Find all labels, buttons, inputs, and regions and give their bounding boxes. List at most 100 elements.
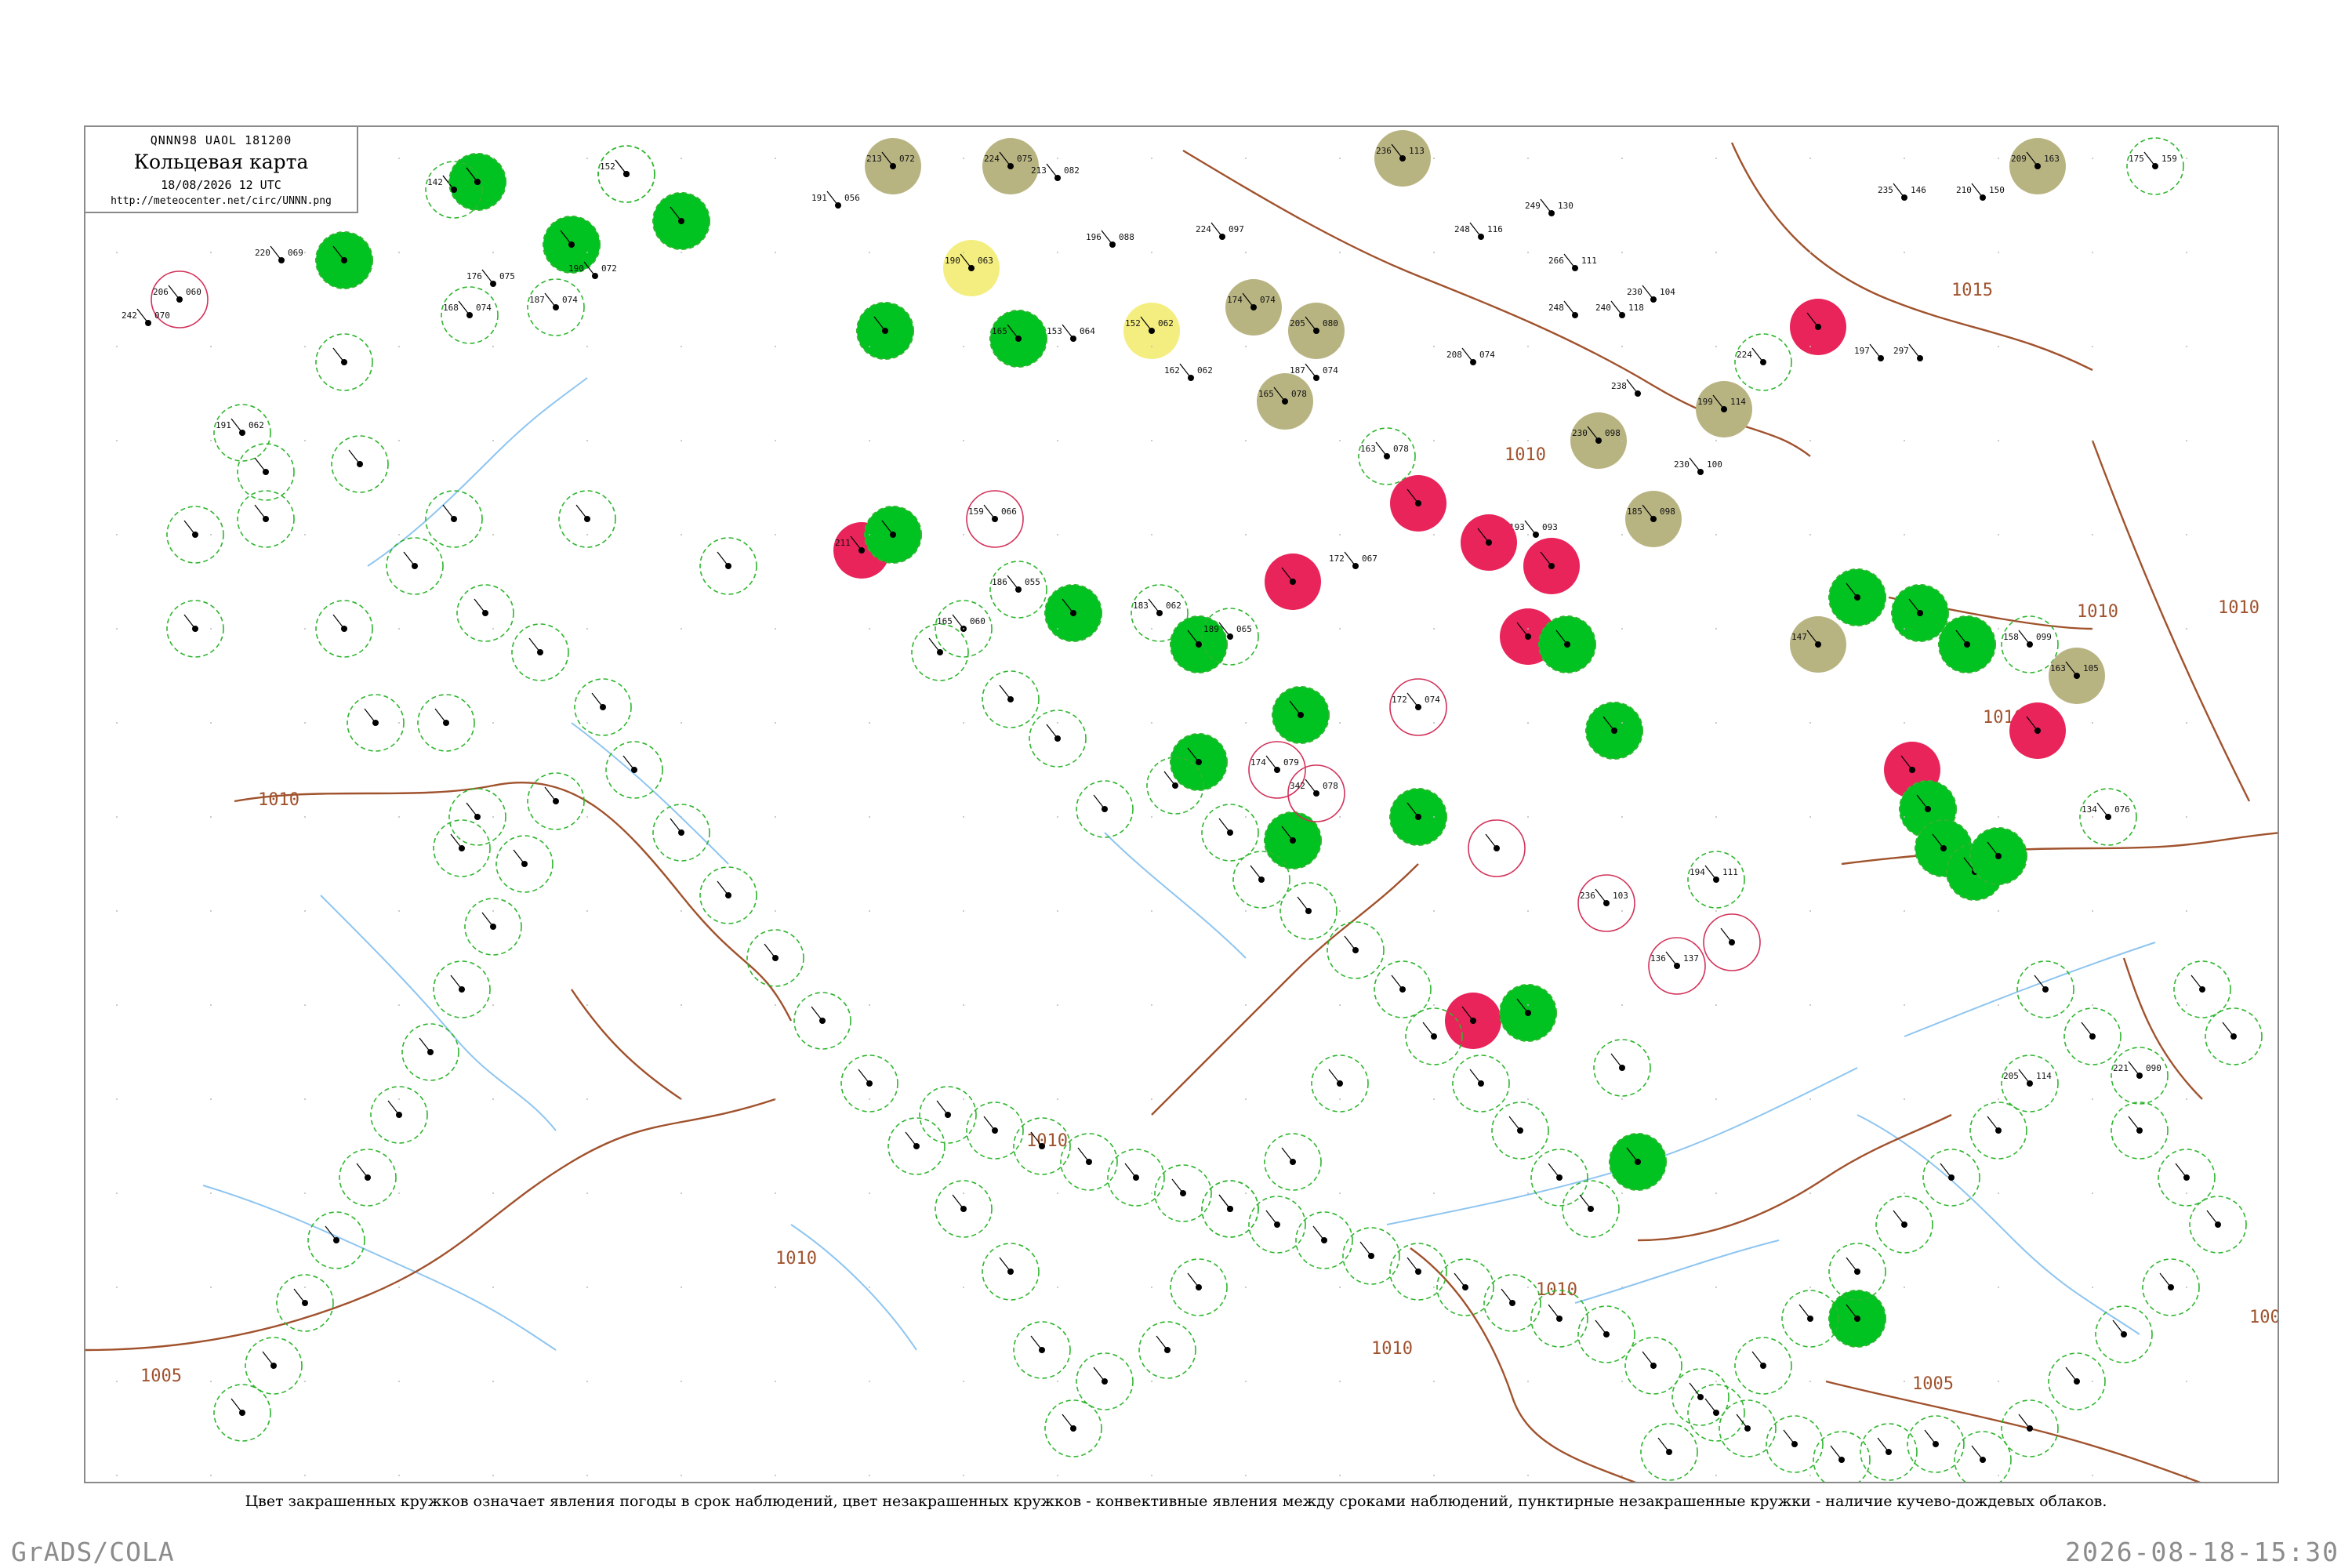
cumulonimbus-ring [1671,1368,1730,1426]
grid-dot [1057,722,1058,724]
grid-dot [398,1475,400,1476]
station-temperature: 176 [466,271,482,281]
cumulonimbus-ring [793,992,851,1050]
station-marker [315,333,373,391]
station-pressure: 080 [1323,318,1338,328]
grid-dot [304,346,306,347]
river-line [202,1185,557,1351]
grid-dot [963,346,964,347]
grid-dot [304,440,306,441]
isobar-value-label: 1010 [2218,598,2259,618]
cumulonimbus-ring [2001,1054,2059,1112]
grid-dot [1809,816,1811,818]
isobar-line [234,782,793,1022]
grid-dot [775,910,776,912]
wind-barb [1940,1163,1952,1178]
station-marker [1461,514,1517,571]
grid-dot [210,440,212,441]
wind-barb [481,269,494,285]
wind-barb [2018,630,2031,645]
station-marker [1076,780,1134,838]
grid-dot [1527,1381,1529,1382]
wind-barb [1908,343,1921,359]
grid-dot [1621,346,1623,347]
grid-dot [1621,722,1623,724]
grid-dot [116,816,118,818]
grid-dot [304,1004,306,1006]
cumulonimbus-ring [982,670,1040,728]
convective-ring [1703,913,1761,971]
station-marker [887,1117,946,1175]
grid-dot [775,722,776,724]
grid-dot [1715,1004,1717,1006]
wind-barb [1218,818,1231,833]
grid-dot [210,1192,212,1194]
grid-dot [1621,1004,1623,1006]
wind-barb [764,943,776,959]
station-pressure: 074 [1425,695,1440,705]
wind-barb [1548,1163,1560,1178]
grid-dot [1151,1192,1152,1194]
grid-dot [398,1004,400,1006]
grid-dot [1151,1475,1152,1476]
station-marker [1264,811,1322,869]
station-marker [1781,1290,1839,1348]
station-marker [1295,1211,1353,1269]
wind-barb [936,1100,949,1116]
wind-barb [419,1037,431,1053]
wind-barb [2096,802,2109,818]
grid-dot [492,1004,494,1006]
grid-dot [116,1192,118,1194]
wind-barb [2206,1210,2219,1225]
wind-barb [670,206,682,222]
grid-dot [1715,816,1717,818]
grid-dot [681,722,682,724]
station-pressure: 114 [1730,397,1746,407]
station-marker: 147 [1790,616,1846,673]
cumulonimbus-ring [1295,1211,1353,1269]
grid-dot [1245,722,1247,724]
grid-dot [1433,1287,1435,1288]
station-temperature: 183 [1133,601,1149,611]
station-temperature: 163 [2050,663,2066,673]
station-marker [1060,1133,1118,1191]
grid-dot [1339,158,1341,159]
grid-dot [869,1381,870,1382]
grid-dot [1809,440,1811,441]
station-pressure: 105 [2083,663,2099,673]
station-pressure: 150 [1989,185,2005,195]
station-temperature: 190 [568,263,584,274]
station-marker [1687,1384,1745,1442]
station-temperature: 213 [866,154,882,164]
station-marker [2158,1149,2216,1207]
grid-dot [1904,722,1905,724]
wind-barb [1846,583,1858,598]
grid-dot [1715,1098,1717,1100]
station-marker [1907,1415,1965,1473]
cumulonimbus-ring [1491,1102,1549,1160]
station-temperature: 152 [1125,318,1141,328]
station-marker [1593,1039,1651,1097]
grid-dot [1621,440,1623,441]
map-url[interactable]: http://meteocenter.net/circ/UNNN.png [111,195,332,207]
grid-dot [775,1287,776,1288]
grid-dot [775,1381,776,1382]
grid-dot [492,252,494,253]
cumulonimbus-ring [1452,1054,1510,1112]
grid-dot [1057,910,1058,912]
station-pressure: 099 [2036,632,2052,642]
isobar-value-label: 100 [2249,1308,2279,1327]
grid-dot [586,1098,588,1100]
station-temperature: 165 [1258,389,1274,399]
grid-dot [2186,1475,2187,1476]
station-temperature: 136 [1650,953,1666,964]
station-marker [1624,1337,1682,1395]
grid-dot [1151,440,1152,441]
station-marker [331,435,389,493]
